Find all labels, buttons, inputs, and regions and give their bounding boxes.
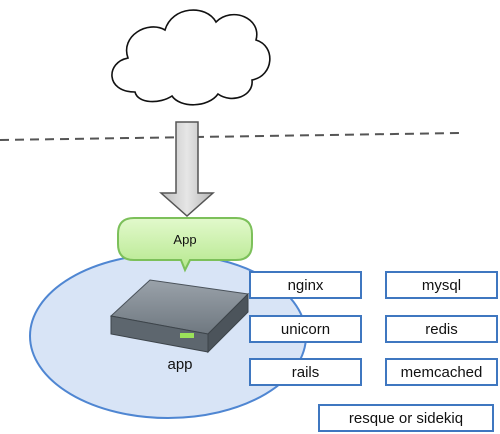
internet-cloud-icon	[111, 9, 271, 106]
app-callout-bubble	[117, 217, 253, 273]
service-box-memcached: memcached	[385, 358, 498, 386]
app-callout-label: App	[173, 231, 197, 247]
down-arrow-icon	[159, 121, 215, 218]
service-box-unicorn: unicorn	[249, 315, 362, 343]
service-box-rails: rails	[249, 358, 362, 386]
service-box-redis: redis	[385, 315, 498, 343]
network-boundary-line	[0, 132, 461, 141]
service-box-resque-or-sidekiq: resque or sidekiq	[318, 404, 494, 432]
server-icon	[109, 279, 250, 354]
server-label: app	[167, 356, 193, 373]
service-box-mysql: mysql	[385, 271, 498, 299]
service-box-nginx: nginx	[249, 271, 362, 299]
